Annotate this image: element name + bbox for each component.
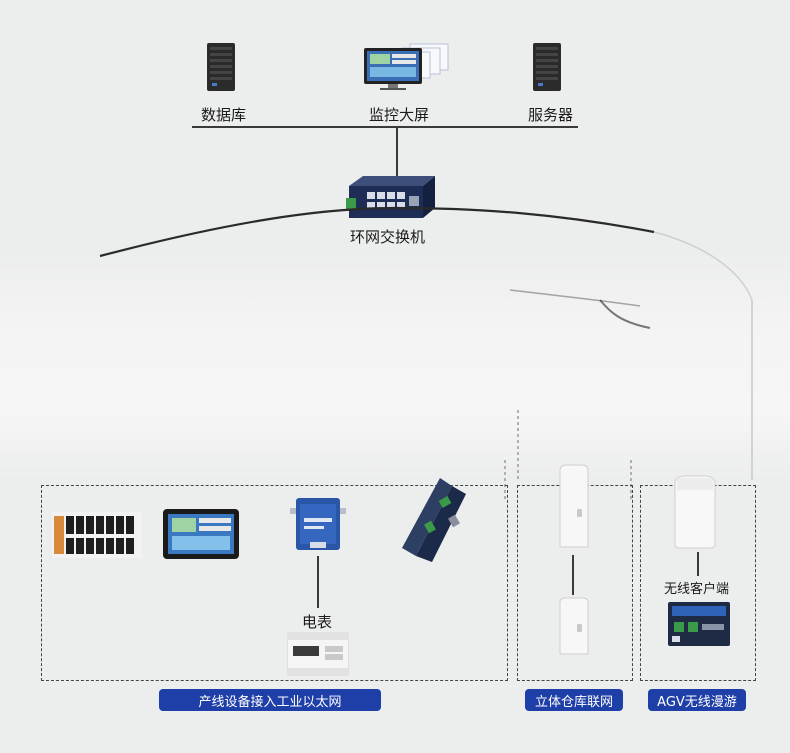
- wireless-client-icon: [668, 602, 730, 646]
- meter-label: 电表: [302, 613, 333, 631]
- top-bus-line: [192, 126, 578, 128]
- power-meter-icon: [287, 632, 349, 676]
- access-point-icon: [674, 475, 716, 549]
- industrial-router-icon: [402, 478, 466, 562]
- production-line-group: [41, 485, 508, 681]
- database-server-icon: [207, 43, 235, 91]
- serial-server-icon: [290, 498, 346, 550]
- meter-link-line: [317, 556, 319, 608]
- warehouse-tag: 立体仓库联网: [525, 689, 623, 711]
- background-haze: [0, 250, 790, 480]
- industrial-switch-icon: [346, 176, 435, 218]
- hmi-touchscreen-icon: [163, 509, 239, 559]
- server-label: 服务器: [528, 106, 574, 124]
- wireless-bridge-icon-2: [559, 597, 589, 655]
- server-tower-icon: [533, 43, 561, 91]
- plc-io-module-icon: [52, 512, 142, 558]
- wireless-client-label: 无线客户端: [664, 582, 730, 597]
- bridge-link-line: [572, 555, 574, 595]
- production-line-tag: 产线设备接入工业以太网: [159, 689, 381, 711]
- database-label: 数据库: [201, 106, 247, 124]
- wireless-bridge-icon: [559, 464, 589, 548]
- monitor-label: 监控大屏: [369, 106, 430, 124]
- agv-tag: AGV无线漫游: [648, 689, 746, 711]
- client-link-line: [697, 552, 699, 576]
- monitor-screens-icon: [364, 43, 449, 90]
- switch-label: 环网交换机: [350, 228, 426, 246]
- switch-uplink-line: [396, 126, 398, 176]
